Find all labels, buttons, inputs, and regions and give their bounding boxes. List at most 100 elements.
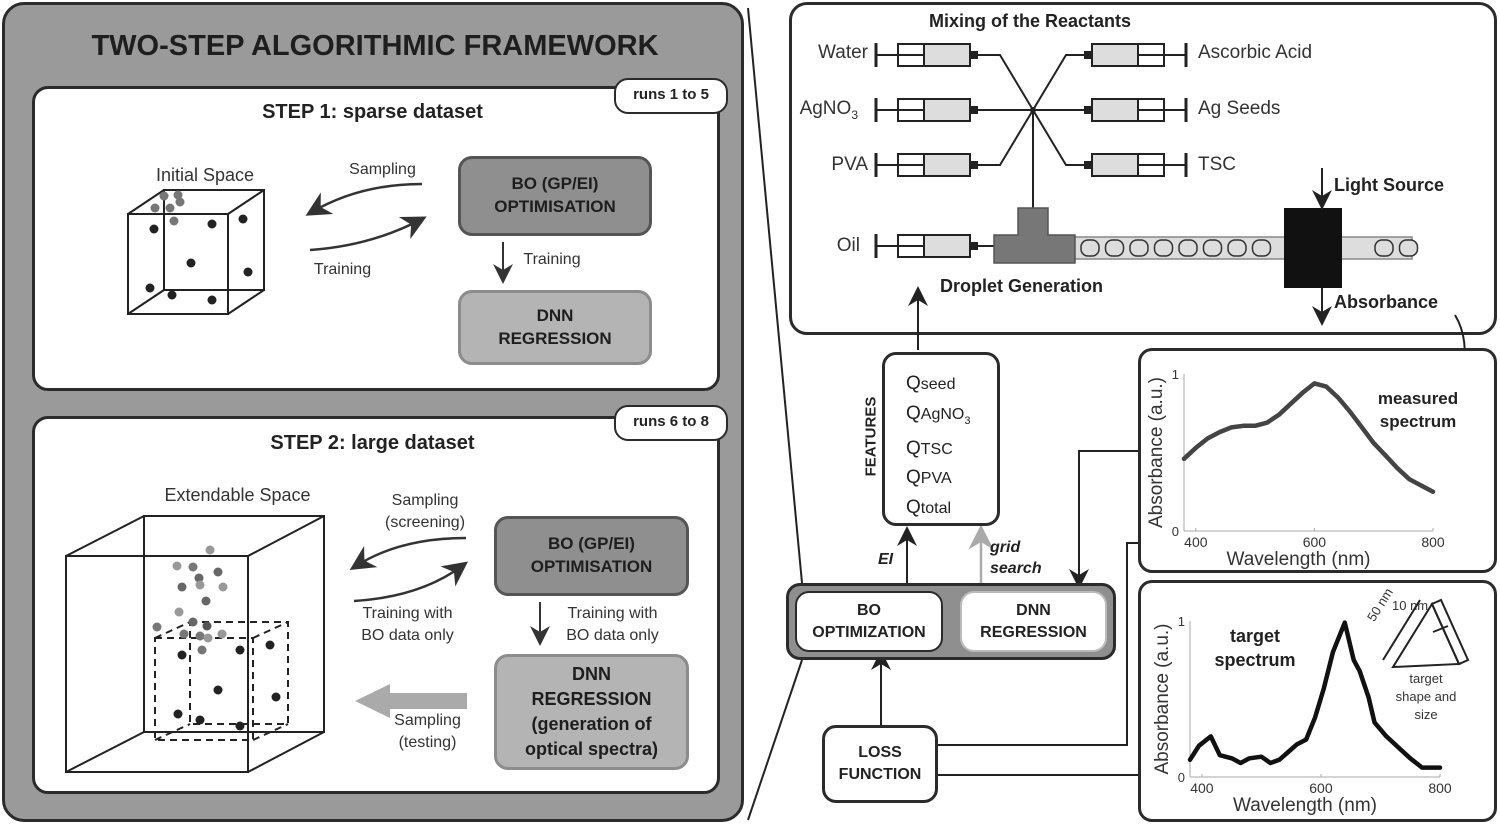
measured-to-dnn-arrow: [1069, 450, 1138, 589]
measured-chart-title: measured spectrum: [1377, 389, 1459, 431]
target-spectrum-panel: [1138, 580, 1497, 822]
thickness-dimension: [1432, 625, 1449, 633]
detector-block: [1284, 208, 1342, 288]
line: BO: [857, 601, 881, 619]
step1-points: [145, 190, 253, 305]
framework-graphics: [65, 182, 550, 773]
step2-training-label: Training with BO data only: [345, 603, 470, 646]
syringe-left-1: [874, 98, 978, 122]
loss-function-box: LOSS FUNCTION: [822, 725, 938, 803]
spectrum-line: [1181, 381, 1436, 495]
reagent-water-label: Water: [818, 42, 868, 63]
x-tick-label: 400: [1190, 780, 1214, 796]
dnn-line2: REGRESSION: [498, 328, 612, 348]
x-axis-label: Wavelength (nm): [1227, 549, 1371, 570]
y-axis-label: Absorbance (a.u.): [1152, 623, 1173, 774]
dnn-line2: REGRESSION: [531, 688, 652, 709]
x-tick-label: 400: [1184, 534, 1208, 550]
x-tick-label: 800: [1421, 534, 1445, 550]
step1-bo-box: BO (GP/EI) OPTIMISATION: [458, 156, 652, 236]
line: BO data only: [361, 626, 454, 644]
step1-sampling-arrow: [305, 182, 423, 216]
feature-subscript: seed: [920, 376, 956, 393]
tube-tsc: [1032, 109, 1084, 166]
reagent-tsc-label: TSC: [1198, 154, 1236, 175]
feature-subscript: PVA: [920, 470, 952, 488]
line: size: [1414, 707, 1438, 723]
y-axis-label: Absorbance (a.u.): [1146, 377, 1167, 528]
tube-water: [978, 54, 1034, 111]
agno-text: AgNO: [799, 98, 852, 119]
mixing-junction: [1030, 107, 1036, 113]
bo-line2: OPTIMISATION: [494, 197, 616, 216]
reagent-ascorbic-label: Ascorbic Acid: [1198, 42, 1313, 63]
line: DNN: [1016, 601, 1051, 619]
framework-title: TWO-STEP ALGORITHMIC FRAMEWORK: [91, 30, 659, 62]
nozzle: [1084, 51, 1092, 59]
tube-ascorbic: [1032, 54, 1084, 111]
line: OPTIMIZATION: [812, 623, 926, 641]
target-chart-title: target spectrum: [1214, 626, 1296, 671]
absorbance-label: Absorbance: [1334, 292, 1439, 312]
droplet-generator-t: [993, 207, 1076, 264]
loss-to-measured-line: [938, 542, 1138, 746]
extendable-space-label: Extendable Space: [164, 485, 311, 505]
step2-runs-badge: runs 6 to 8: [614, 405, 728, 441]
tubing: [978, 54, 1084, 208]
droplet: [1178, 239, 1198, 257]
droplet: [1080, 239, 1100, 257]
feature-subscript: AgNO: [920, 405, 965, 423]
step1-dnn-box: DNN REGRESSION: [458, 290, 652, 365]
dnn-line4: optical spectra): [524, 739, 659, 760]
agno-sub: 3: [851, 107, 858, 122]
edge-dimension: [1382, 599, 1421, 661]
step1-runs-badge: runs 1 to 5: [614, 78, 728, 114]
step1-title: STEP 1: sparse dataset: [262, 101, 483, 123]
line: FUNCTION: [838, 766, 922, 783]
tube-pva: [978, 109, 1034, 166]
step1-training-arrow: [309, 216, 427, 252]
dnn-line1: DNN: [571, 663, 611, 684]
nozzle: [1084, 161, 1092, 169]
line: (screening): [384, 513, 466, 531]
nozzle: [970, 106, 978, 114]
syringe-right-2: [1084, 153, 1188, 177]
zoom-line-top: [747, 7, 803, 584]
feature-subscript-2: 3: [964, 414, 971, 427]
step2-sampling-label: Sampling(screening): [370, 490, 480, 533]
reagent-pva-label: PVA: [831, 154, 868, 175]
bo-line2: OPTIMISATION: [530, 557, 653, 576]
line: Training with: [567, 605, 658, 622]
reagent-agno3-label: AgNO3: [790, 98, 858, 122]
syringe-right-0: [1084, 43, 1188, 67]
syringe-left-0: [874, 43, 978, 67]
feature-item: QTSC: [906, 437, 953, 459]
bo-line1: BO (GP/EI): [511, 174, 599, 194]
bo-optimization-box: BO OPTIMIZATION: [795, 591, 943, 652]
nozzle: [970, 51, 978, 59]
reagent-agseeds-label: Ag Seeds: [1198, 98, 1281, 119]
initial-space-cube: [127, 189, 265, 315]
reactor-title: Mixing of the Reactants: [928, 11, 1132, 31]
step1-down-label: Training: [523, 251, 581, 268]
y-tick-label: 0: [1172, 524, 1179, 539]
nozzle: [1084, 106, 1092, 114]
droplet-generation-label: Droplet Generation: [940, 276, 1104, 296]
dnn-line1: DNN: [536, 305, 574, 325]
nozzle: [970, 161, 978, 169]
droplet: [1104, 239, 1125, 257]
syringe-right-1: [1084, 98, 1188, 122]
step2-points: [152, 545, 281, 731]
line: LOSS: [858, 744, 902, 762]
line: Training with: [362, 605, 453, 622]
droplet: [1153, 239, 1174, 257]
droplet: [1251, 239, 1272, 257]
step1-training-label: Training: [313, 261, 372, 278]
target-triangle-icon: [1382, 598, 1470, 669]
